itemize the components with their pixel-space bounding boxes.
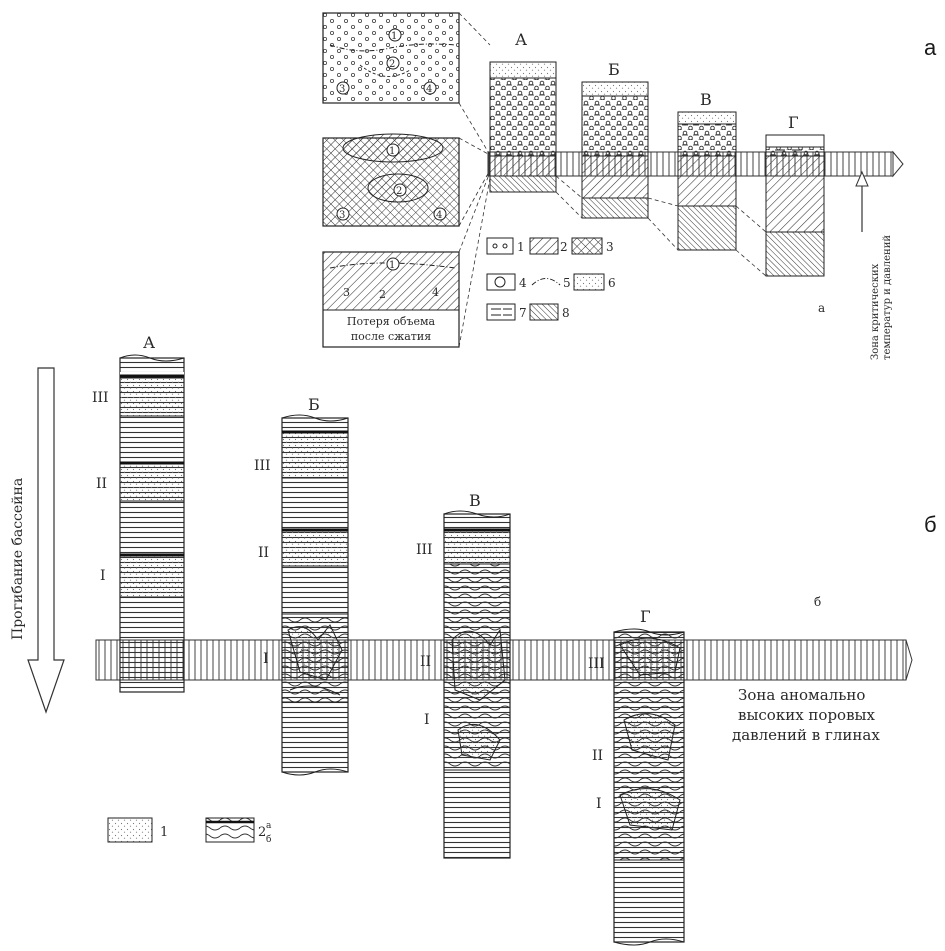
inset-bot-num-3: 3 (343, 286, 350, 299)
legend-b-num-1: 1 (160, 825, 168, 840)
inset-bot-num-4: 4 (432, 286, 439, 299)
column-b-G: Г III II I (588, 607, 684, 945)
col-b-B-roman-1: I (263, 651, 269, 667)
col-b-B-roman-2: II (258, 545, 269, 561)
legend-a: 1 2 3 4 5 6 7 8 (487, 238, 616, 320)
zone-b-line1: Зона аномально (738, 686, 865, 704)
column-a-A: А (490, 30, 556, 192)
legend-a-num-6: 6 (608, 276, 616, 290)
col-b-V-roman-2: II (420, 654, 431, 670)
col-b-A-roman-3: III (92, 390, 109, 406)
col-b-label-A: А (143, 333, 155, 352)
legend-a-num-8: 8 (562, 306, 570, 320)
inset-top-num-3: 3 (339, 84, 345, 95)
zone-band-a-tip (893, 152, 903, 176)
legend-a-num-3: 3 (606, 240, 614, 254)
column-a-G: Г (766, 113, 824, 276)
panel-label-b-small: б (814, 595, 821, 609)
col-b-label-B: Б (308, 395, 320, 414)
inset-top-num-2: 2 (389, 59, 395, 70)
col-b-G-roman-3: III (588, 656, 605, 672)
subsidence-arrow-label: Прогибание бассейна (10, 478, 26, 640)
col-a-label-G: Г (788, 113, 799, 132)
panel-label-a: а (924, 35, 937, 60)
inset-bot-num-1: 1 (389, 260, 395, 271)
col-b-G-roman-2: II (592, 748, 603, 764)
legend-a-num-7: 7 (519, 306, 527, 320)
legend-a-num-1: 1 (517, 240, 525, 254)
subsidence-arrow: Прогибание бассейна (10, 368, 64, 712)
col-b-V-roman-1: I (424, 712, 430, 728)
col-b-V-roman-3: III (416, 542, 433, 558)
column-b-B: Б III II I (254, 395, 348, 775)
legend-b-num-2-sub: б (266, 834, 271, 845)
inset-bottom: 1 2 3 4 Потеря объема после сжатия (323, 252, 459, 347)
inset-caption-line1: Потеря объема (347, 315, 436, 328)
col-b-G-roman-1: I (596, 796, 602, 812)
col-b-label-V: В (469, 491, 481, 510)
zone-band-b-tip (906, 640, 912, 680)
inset-top: 1 2 3 4 (323, 13, 459, 103)
column-a-B: Б (582, 60, 648, 218)
zone-label-b: Зона аномально высоких поровых давлений … (732, 686, 880, 744)
inset-mid-num-4: 4 (436, 210, 442, 221)
col-b-A-roman-1: I (100, 568, 106, 584)
inset-mid-num-3: 3 (339, 210, 345, 221)
col-a-label-A: А (515, 30, 527, 49)
zone-label-a-line1: Зона критических (870, 263, 881, 360)
legend-a-num-2: 2 (560, 240, 568, 254)
col-a-label-B: Б (608, 60, 620, 79)
inset-mid-num-2: 2 (396, 186, 402, 197)
col-b-label-G: Г (640, 607, 651, 626)
inset-top-num-4: 4 (426, 84, 432, 95)
zone-label-a-line2: температур и давлений (882, 235, 893, 360)
inset-caption-line2: после сжатия (351, 330, 431, 343)
zone-b-line3: давлений в глинах (732, 726, 880, 744)
zone-b-line2: высоких поровых (738, 706, 875, 724)
panel-label-a-small: а (818, 301, 825, 315)
inset-connectors (459, 13, 490, 347)
col-b-B-roman-3: III (254, 458, 271, 474)
legend-a-num-4: 4 (519, 276, 527, 290)
col-b-A-roman-2: II (96, 476, 107, 492)
legend-b: 1 2 а б (108, 818, 272, 845)
zone-arrow-a: Зона критических температур и давлений (856, 172, 893, 360)
legend-b-num-2-sup: а (266, 821, 272, 831)
column-a-V: В (678, 90, 736, 250)
legend-a-num-5: 5 (563, 276, 571, 290)
col-a-label-V: В (700, 90, 712, 109)
inset-middle: 1 2 3 4 (323, 134, 459, 226)
panel-label-b: б (924, 512, 937, 537)
inset-top-num-1: 1 (391, 31, 397, 42)
inset-bot-num-2: 2 (379, 288, 386, 301)
column-b-A: А III II I (92, 333, 184, 692)
inset-mid-num-1: 1 (389, 146, 395, 157)
